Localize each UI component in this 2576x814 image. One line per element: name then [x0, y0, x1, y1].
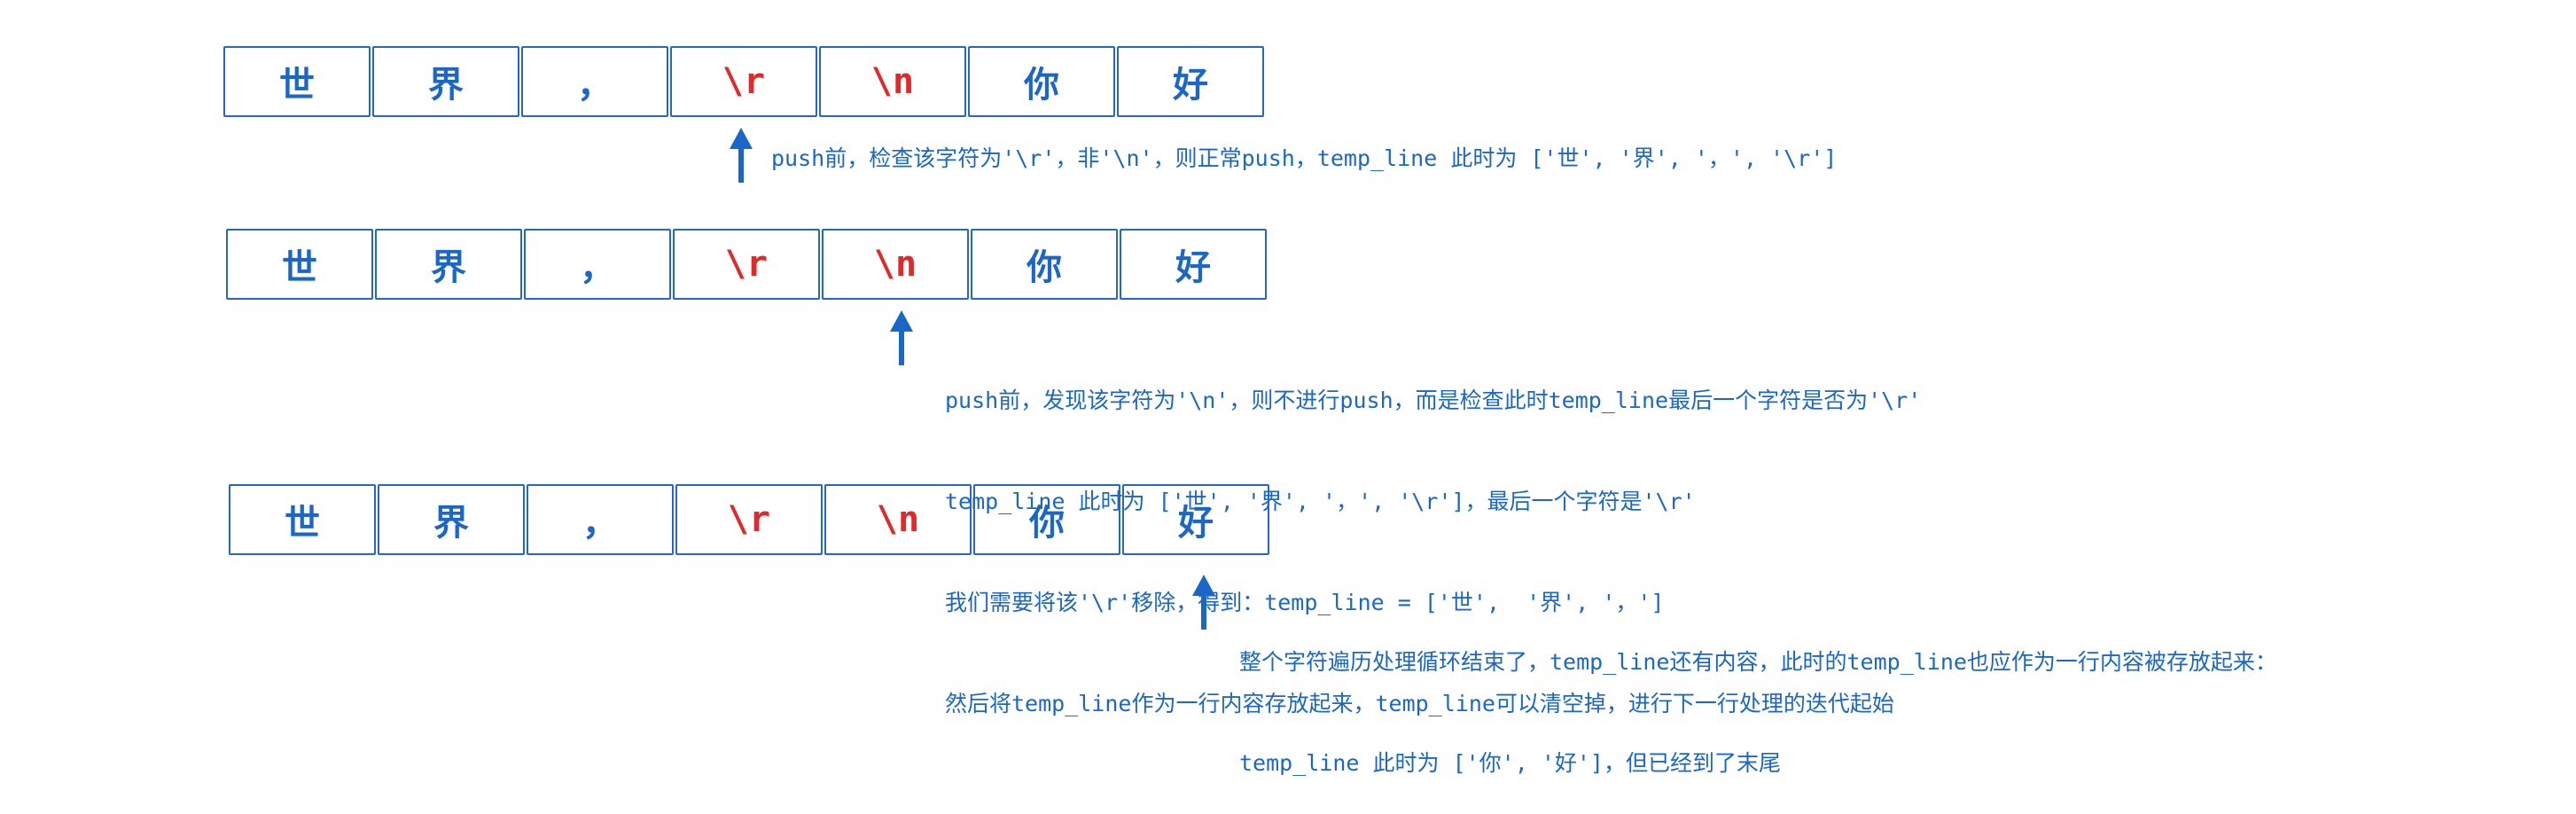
note-line: 整个字符遍历处理循环结束了，temp_line还有内容，此时的temp_line…	[1239, 649, 2277, 675]
char-cell: 你	[968, 46, 1115, 117]
note-line: temp_line 此时为 ['世', '界', '，', '\r']，最后一个…	[945, 489, 1696, 514]
note-3: 整个字符遍历处理循环结束了，temp_line还有内容，此时的temp_line…	[1239, 578, 2277, 814]
char-cell-lf: \n	[824, 484, 972, 555]
char-cell-cr: \r	[670, 46, 817, 117]
char-cell: 你	[973, 484, 1120, 555]
char-cell-cr: \r	[673, 229, 820, 300]
note-1: push前，检查该字符为'\r'，非'\n'，则正常push，temp_line…	[771, 142, 1837, 176]
char-cell: 世	[223, 46, 371, 117]
note-line: push前，检查该字符为'\r'，非'\n'，则正常push，temp_line…	[771, 145, 1838, 171]
arrow-up-icon	[730, 128, 753, 183]
arrow-up-icon	[1192, 575, 1215, 630]
char-cell: 世	[229, 484, 376, 555]
char-cell: 好	[1117, 46, 1264, 117]
char-cell: 你	[971, 229, 1118, 300]
char-cell-lf: \n	[819, 46, 966, 117]
arrow-up-icon	[890, 310, 913, 365]
char-cell: ，	[527, 484, 674, 555]
char-cell: 世	[226, 229, 373, 300]
char-cell: 界	[372, 46, 519, 117]
char-cell: ，	[521, 46, 668, 117]
char-cell: 界	[378, 484, 525, 555]
note-line: push前，发现该字符为'\n'，则不进行push，而是检查此时temp_lin…	[945, 387, 1922, 413]
char-cell-cr: \r	[675, 484, 823, 555]
char-cell-lf: \n	[822, 229, 969, 300]
note-line: 我们需要将该'\r'移除，得到：temp_line = ['世', '界', '…	[945, 590, 1665, 615]
char-cell: 好	[1120, 229, 1267, 300]
char-cell: ，	[524, 229, 671, 300]
char-cell: 界	[375, 229, 522, 300]
char-cell: 好	[1122, 484, 1269, 555]
note-line: temp_line 此时为 ['你', '好']，但已经到了末尾	[1239, 750, 1781, 776]
